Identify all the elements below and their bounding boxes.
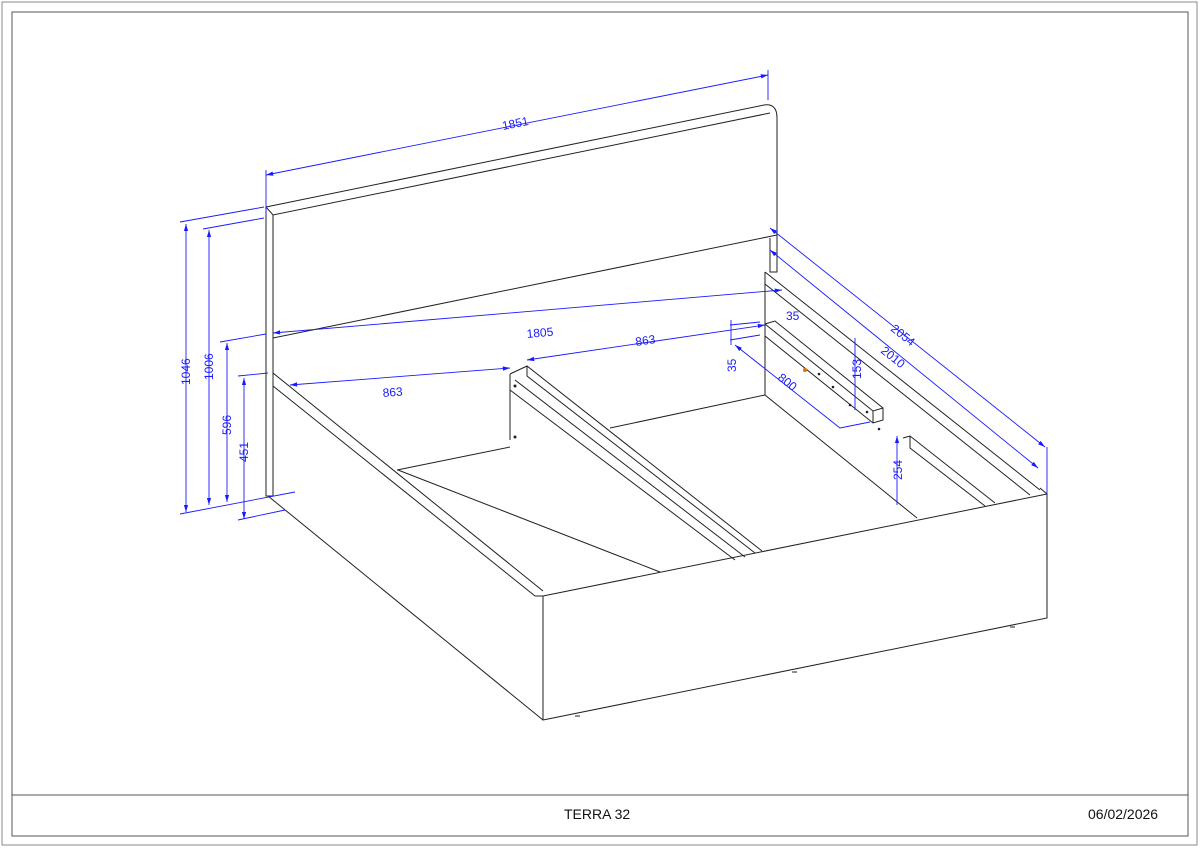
dim-headboard-width: 1851 [501,114,530,133]
dim-left-bay: 863 [382,384,403,400]
dim-support-offset: 153 [850,359,864,379]
dim-overall-length: 2054 [888,321,918,349]
model-name: TERRA 32 [564,806,631,822]
center-beam [509,365,763,561]
left-side-rail [267,372,544,721]
dim-headboard-bottom: 596 [220,415,234,435]
dim-headboard-height: 1006 [202,353,216,380]
dimension-lines [179,70,1048,521]
dim-total-height: 1046 [179,358,193,385]
dim-rail-height: 254 [891,460,905,480]
right-side-rail [764,271,1041,519]
dim-support-width: 35 [786,309,800,323]
dim-frame-height: 451 [237,442,251,462]
headboard [265,104,778,497]
foot-rail [535,487,1048,721]
drawing-date: 06/02/2026 [1088,806,1159,822]
interior-lines [396,394,766,573]
drawing-frame [11,11,1189,837]
dim-inner-length: 2010 [878,343,908,371]
dim-inner-width: 1805 [526,325,554,341]
dim-right-bay: 863 [634,332,656,349]
dim-support-length: 800 [775,370,800,394]
dim-support-height: 35 [725,358,739,372]
